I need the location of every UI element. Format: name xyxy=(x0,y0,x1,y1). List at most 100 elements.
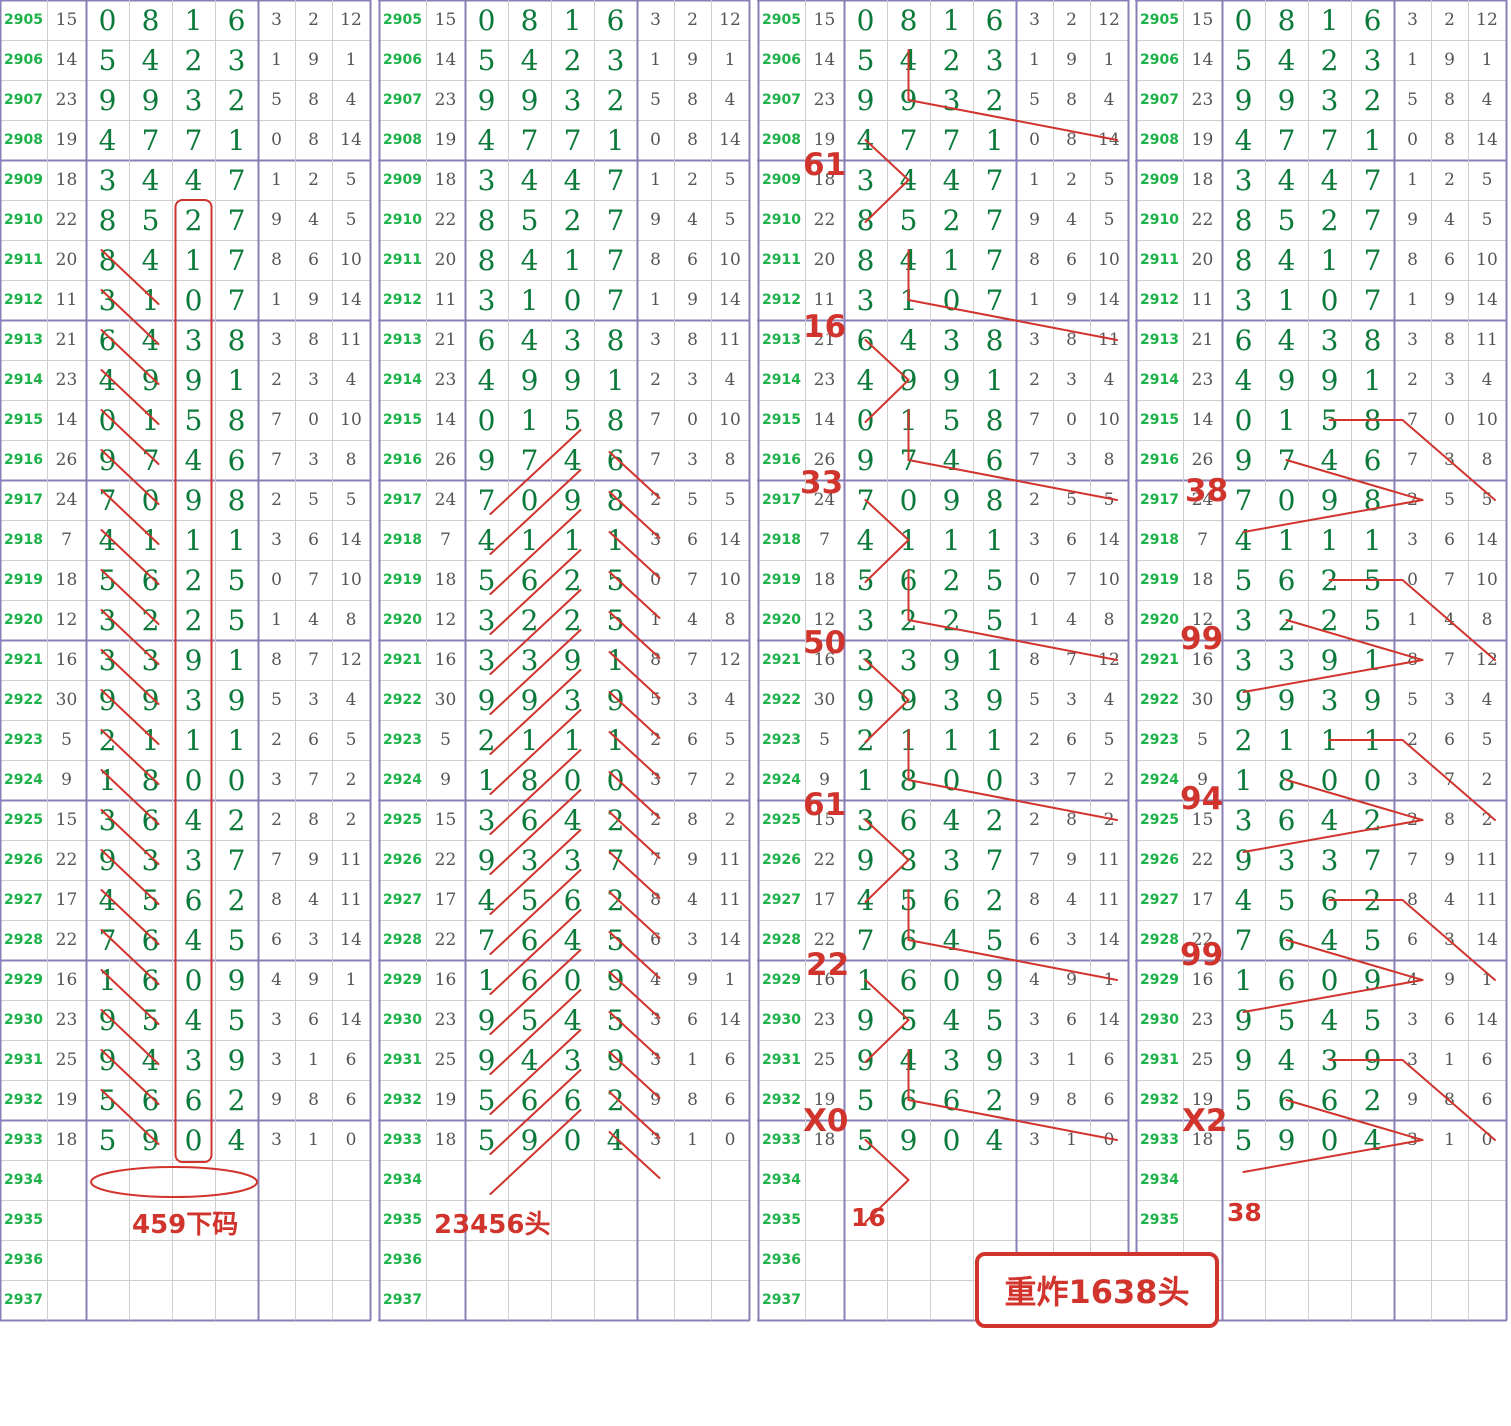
extra-cell: 9 xyxy=(687,50,698,70)
digit-cell: 9 xyxy=(1234,443,1253,477)
extra-cell xyxy=(1016,1200,1053,1240)
extra-cell: 7 xyxy=(687,570,698,590)
extra-cell: 3 xyxy=(1029,530,1040,550)
extra-cell: 0 xyxy=(1029,130,1040,150)
extra-cell: 3 xyxy=(1444,370,1455,390)
extra-cell: 8 xyxy=(687,1090,698,1110)
extra-cell: 9 xyxy=(1444,970,1455,990)
extra-cell: 3 xyxy=(1407,1010,1418,1030)
extra-cell: 0 xyxy=(650,570,661,590)
digit-cell: 4 xyxy=(563,923,582,957)
sum-cell: 18 xyxy=(55,570,78,590)
sum-cell: 9 xyxy=(819,770,830,790)
digit-cell: 1 xyxy=(520,523,539,557)
sum-cell: 16 xyxy=(434,970,457,990)
digit-cell: 2 xyxy=(520,603,539,637)
extra-cell: 4 xyxy=(345,90,357,110)
digit-cell: 8 xyxy=(520,763,539,797)
digit-cell: 7 xyxy=(1363,283,1382,317)
extra-cell: 2 xyxy=(1066,170,1077,190)
period-cell: 2905 xyxy=(4,12,43,28)
digit-cell: 7 xyxy=(985,243,1004,277)
digit-cell xyxy=(129,1240,172,1280)
period-cell: 2911 xyxy=(762,252,801,268)
extra-cell: 2 xyxy=(1103,810,1115,830)
period-cell: 2927 xyxy=(762,892,801,908)
extra-cell xyxy=(1431,1200,1468,1240)
extra-cell: 5 xyxy=(724,170,736,190)
digit-cell: 6 xyxy=(606,443,625,477)
extra-cell: 9 xyxy=(1029,1090,1040,1110)
sum-cell: 17 xyxy=(434,890,457,910)
extra-cell: 4 xyxy=(1103,90,1115,110)
period-cell: 2930 xyxy=(762,1012,801,1028)
extra-cell: 1 xyxy=(345,50,357,70)
digit-cell: 0 xyxy=(98,3,117,37)
extra-cell: 7 xyxy=(650,450,661,470)
period-cell: 2937 xyxy=(4,1292,43,1308)
digit-cell: 1 xyxy=(985,643,1004,677)
sum-cell: 5 xyxy=(440,730,451,750)
digit-cell: 9 xyxy=(227,683,246,717)
extra-cell: 8 xyxy=(650,650,661,670)
digit-cell: 8 xyxy=(856,243,875,277)
extra-cell xyxy=(711,1160,749,1200)
digit-cell: 9 xyxy=(184,363,203,397)
period-cell: 2935 xyxy=(4,1212,43,1228)
period-cell: 2907 xyxy=(4,92,43,108)
extra-cell: 1 xyxy=(1029,610,1040,630)
extra-cell: 2 xyxy=(308,170,319,190)
digit-cell: 3 xyxy=(1320,83,1339,117)
sum-cell: 7 xyxy=(61,530,72,550)
sum-cell: 18 xyxy=(434,1130,457,1150)
sum-cell: 30 xyxy=(1191,690,1214,710)
period-cell: 2920 xyxy=(1140,612,1179,628)
digit-cell: 4 xyxy=(1277,163,1296,197)
extra-cell: 3 xyxy=(1444,690,1455,710)
sum-cell: 15 xyxy=(1191,10,1214,30)
digit-cell: 6 xyxy=(520,923,539,957)
digit-cell: 3 xyxy=(899,643,918,677)
sum-cell: 15 xyxy=(1191,810,1214,830)
period-cell: 2927 xyxy=(1140,892,1179,908)
extra-cell: 3 xyxy=(1444,450,1455,470)
digit-cell: 3 xyxy=(606,43,625,77)
extra-cell: 5 xyxy=(650,690,661,710)
digit-cell: 4 xyxy=(563,803,582,837)
digit-cell: 2 xyxy=(606,883,625,917)
sum-cell: 26 xyxy=(1191,450,1214,470)
extra-cell: 11 xyxy=(1098,850,1120,870)
sum-cell: 12 xyxy=(434,610,457,630)
period-cell: 2920 xyxy=(383,612,422,628)
period-cell: 2933 xyxy=(762,1132,801,1148)
extra-cell: 3 xyxy=(1029,10,1040,30)
digit-cell: 7 xyxy=(563,123,582,157)
digit-cell xyxy=(215,1160,258,1200)
extra-cell: 6 xyxy=(724,1050,736,1070)
extra-cell: 7 xyxy=(1029,450,1040,470)
extra-cell: 3 xyxy=(1066,690,1077,710)
extra-cell: 1 xyxy=(345,970,357,990)
extra-cell: 1 xyxy=(1444,1130,1455,1150)
extra-cell: 14 xyxy=(719,130,741,150)
extra-cell xyxy=(1431,1240,1468,1280)
extra-cell: 10 xyxy=(340,250,362,270)
digit-cell: 5 xyxy=(856,43,875,77)
digit-cell: 7 xyxy=(942,123,961,157)
extra-cell: 3 xyxy=(650,1050,661,1070)
sum-cell: 22 xyxy=(55,930,78,950)
extra-cell: 12 xyxy=(340,10,362,30)
period-cell: 2934 xyxy=(1140,1172,1179,1188)
extra-cell: 8 xyxy=(345,450,357,470)
digit-cell xyxy=(1222,1280,1265,1320)
extra-cell: 6 xyxy=(308,1010,319,1030)
extra-cell: 2 xyxy=(1407,810,1418,830)
digit-cell: 0 xyxy=(942,283,961,317)
period-cell: 2926 xyxy=(762,852,801,868)
sum-cell xyxy=(426,1240,465,1280)
sum-cell: 7 xyxy=(819,530,830,550)
digit-cell: 5 xyxy=(1234,1083,1253,1117)
extra-cell: 0 xyxy=(1066,410,1077,430)
extra-cell: 5 xyxy=(650,90,661,110)
extra-cell: 1 xyxy=(650,290,661,310)
